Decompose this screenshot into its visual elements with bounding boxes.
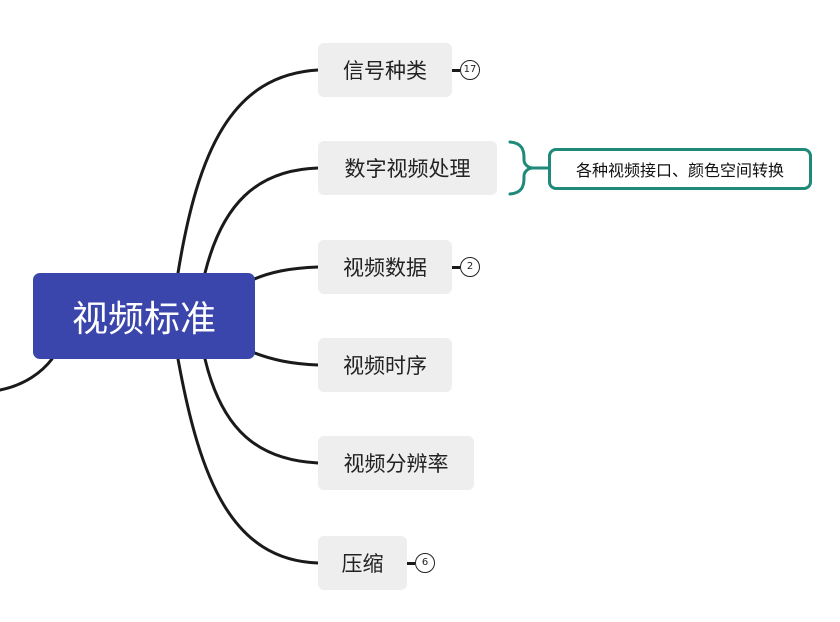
badge-connector [407, 562, 415, 565]
summary-topic[interactable]: 各种视频接口、颜色空间转换 [548, 148, 812, 190]
topic-video-data[interactable]: 视频数据 [318, 240, 452, 294]
connector-topic-1 [176, 68, 320, 275]
collapsed-count-badge[interactable]: 17 [460, 60, 480, 80]
badge-connector [452, 266, 460, 269]
connector-topic-5 [203, 357, 320, 465]
topic-compression[interactable]: 压缩 [318, 536, 407, 590]
connector-topic-6 [176, 357, 320, 565]
parent-connector [0, 357, 54, 392]
topic-video-resolution[interactable]: 视频分辨率 [318, 436, 474, 490]
summary-bracket [508, 140, 534, 196]
root-topic[interactable]: 视频标准 [33, 273, 255, 359]
connector-topic-4 [250, 350, 320, 367]
topic-video-timing[interactable]: 视频时序 [318, 338, 452, 392]
connector-topic-3 [250, 265, 320, 282]
badge-connector [452, 69, 460, 72]
collapsed-count-badge[interactable]: 6 [415, 553, 435, 573]
topic-signal-types[interactable]: 信号种类 [318, 43, 452, 97]
topic-digital-video-processing[interactable]: 数字视频处理 [318, 141, 497, 195]
collapsed-count-badge[interactable]: 2 [460, 257, 480, 277]
connector-topic-2 [203, 166, 320, 275]
